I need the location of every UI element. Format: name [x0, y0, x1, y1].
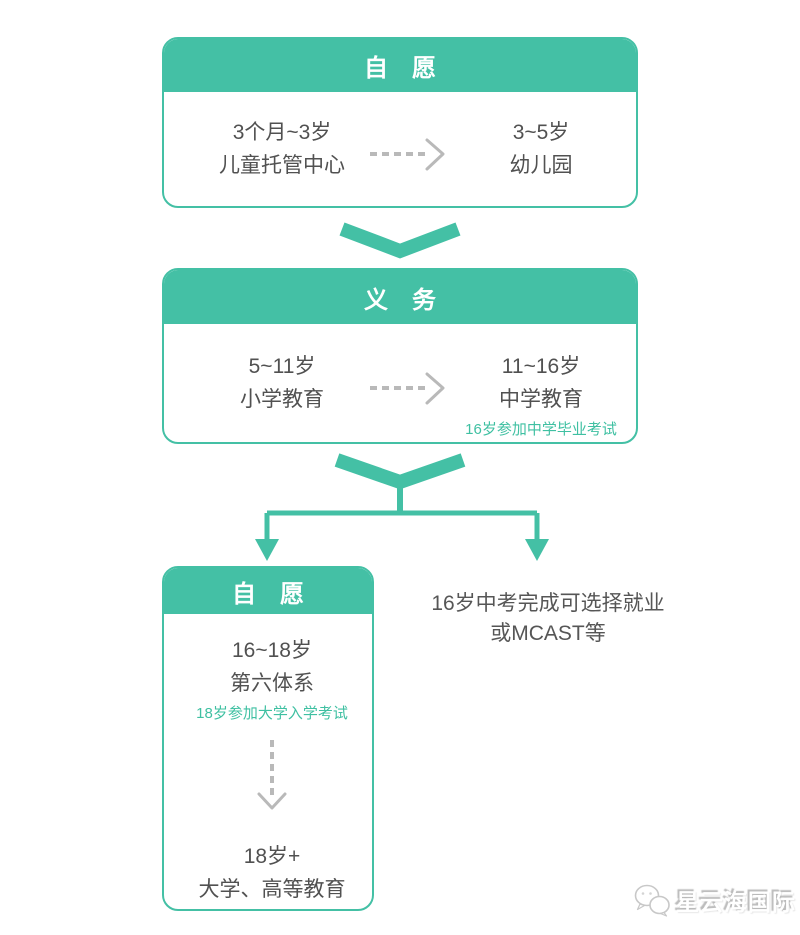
stage1-left-label: 儿童托管中心: [219, 154, 345, 177]
stage1-arrow-cell: [354, 116, 446, 182]
branch-right-outcome: 16岁中考完成可选择就业 或MCAST等: [417, 589, 679, 649]
stage2-right-item: 11~16岁 中学教育 16岁参加中学毕业考试: [446, 350, 636, 440]
watermark: 星云海国际: [633, 883, 796, 917]
branch-right-line2: 或MCAST等: [490, 622, 606, 645]
stage1-body: 3个月~3岁 儿童托管中心 3~5岁 幼儿园: [164, 92, 636, 182]
stage2-exam-note: 16岁参加中学毕业考试: [465, 421, 617, 438]
stage2-left-label: 小学教育: [240, 388, 324, 411]
stage3-header: 自 愿: [164, 568, 372, 614]
dashed-arrow-down-icon: [257, 740, 287, 810]
stage2-header: 义 务: [164, 270, 636, 324]
stage2-left-item: 5~11岁 小学教育: [164, 350, 354, 440]
watermark-text: 星云海国际: [676, 889, 796, 915]
stage1-left-item: 3个月~3岁 儿童托管中心: [164, 116, 354, 182]
wechat-icon: [634, 884, 670, 917]
stage3-body: 16~18岁 第六体系 18岁参加大学入学考试 18岁+ 大学、高等教育: [164, 614, 372, 906]
stage2-box: 义 务 5~11岁 小学教育 11~16岁 中学教育 16岁参加中学毕业考试: [162, 268, 638, 444]
branch-split-icon: [255, 453, 549, 561]
stage2-left-age: 5~11岁: [248, 355, 316, 378]
stage2-right-label: 中学教育: [499, 388, 583, 411]
stage3-top-label: 第六体系: [230, 672, 314, 695]
stage2-arrow-cell: [354, 350, 446, 440]
stage1-header: 自 愿: [164, 39, 636, 92]
stage1-box: 自 愿 3个月~3岁 儿童托管中心 3~5岁 幼儿园: [162, 37, 638, 208]
stage1-left-age: 3个月~3岁: [232, 121, 332, 144]
dashed-arrow-right-icon: [370, 372, 445, 405]
stage1-right-item: 3~5岁 幼儿园: [446, 116, 636, 182]
stage2-right-age: 11~16岁: [501, 355, 581, 378]
chevron-down-icon: [339, 222, 461, 259]
dashed-arrow-right-icon: [370, 138, 445, 171]
stage3-bottom-age: 18岁+: [243, 845, 301, 868]
branch-right-line1: 16岁中考完成可选择就业: [431, 592, 665, 615]
stage2-body: 5~11岁 小学教育 11~16岁 中学教育 16岁参加中学毕业考试: [164, 324, 636, 440]
stage3-exam-note: 18岁参加大学入学考试: [196, 705, 348, 722]
stage1-right-label: 幼儿园: [509, 154, 573, 177]
stage3-top-age: 16~18岁: [232, 639, 312, 662]
stage1-right-age: 3~5岁: [512, 121, 570, 144]
stage3-bottom-label: 大学、高等教育: [198, 878, 346, 901]
stage3-box: 自 愿 16~18岁 第六体系 18岁参加大学入学考试 18岁+ 大学、高等教育: [162, 566, 374, 911]
